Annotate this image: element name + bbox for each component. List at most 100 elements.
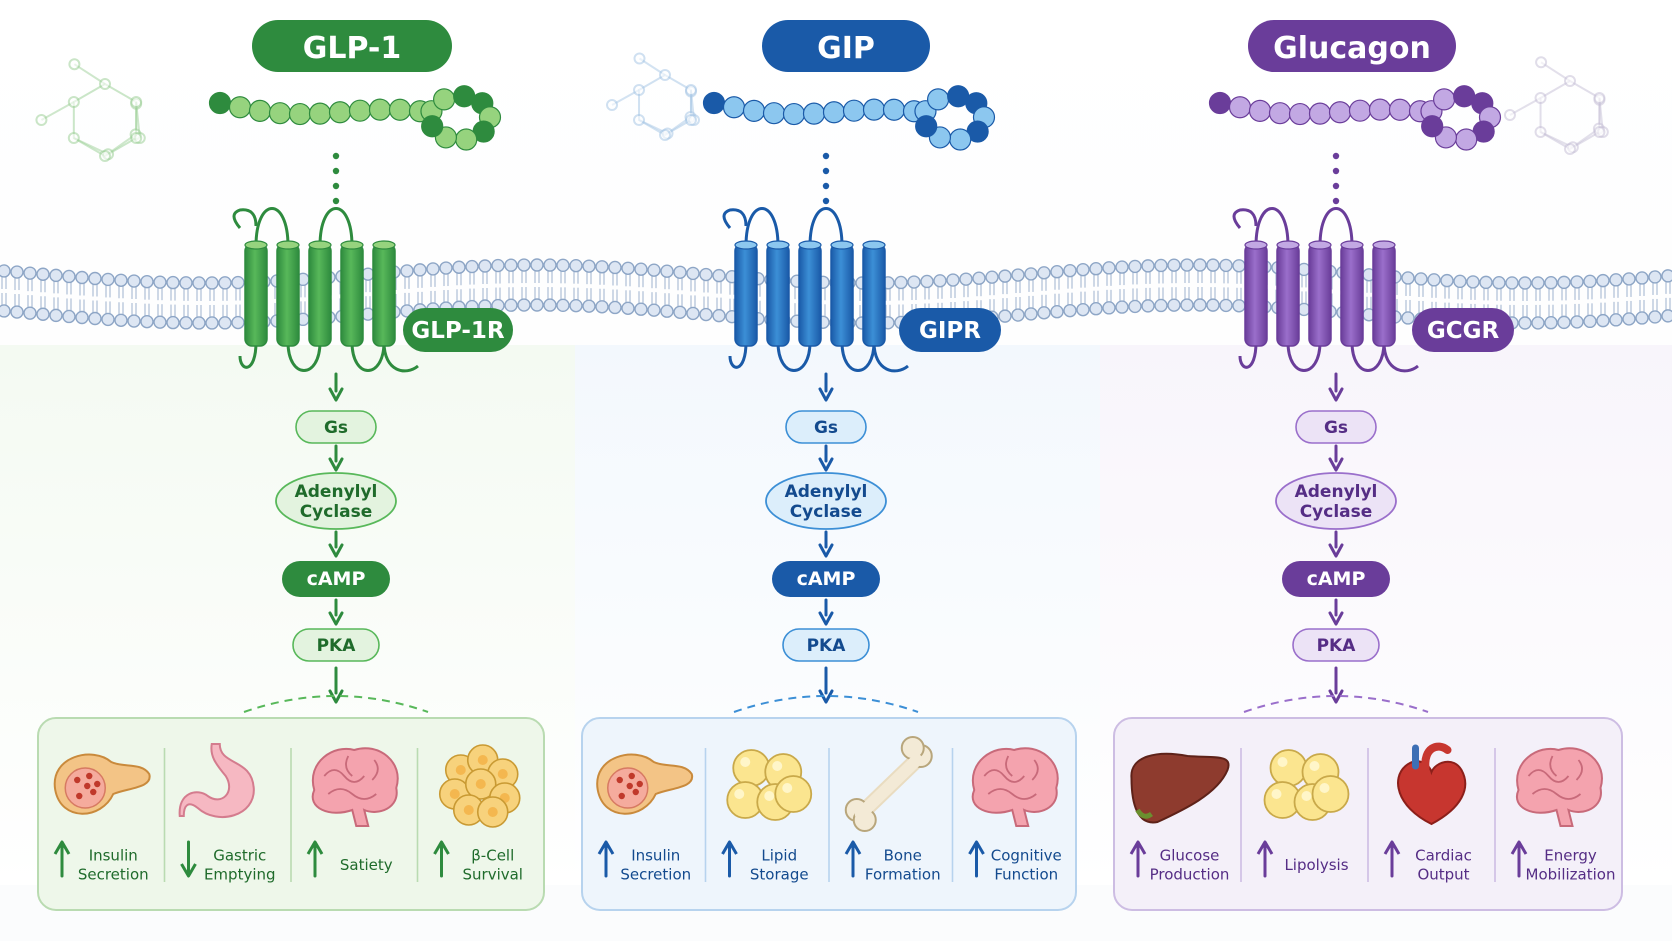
brain-icon bbox=[311, 747, 399, 827]
lipid-head bbox=[1401, 271, 1415, 285]
receptor-glp1 bbox=[232, 207, 419, 373]
lipid-head bbox=[205, 276, 219, 290]
brain-fold bbox=[323, 769, 365, 783]
adipocyte-highlight bbox=[734, 789, 745, 799]
lipid-head bbox=[920, 274, 934, 289]
flow-arrowhead bbox=[818, 689, 834, 704]
lipid-head bbox=[1609, 313, 1623, 327]
gs-protein-node bbox=[1295, 410, 1377, 444]
molecule-sketch bbox=[606, 52, 700, 141]
lipid-head bbox=[582, 299, 596, 313]
flow-arrowhead bbox=[818, 387, 834, 402]
molecule-bond bbox=[135, 101, 141, 139]
islet-cell bbox=[616, 776, 623, 784]
molecule-atom bbox=[633, 114, 646, 126]
lipid-head bbox=[101, 272, 115, 287]
lipid-head bbox=[166, 275, 180, 290]
brain-fold bbox=[1531, 788, 1582, 800]
pka-node bbox=[292, 628, 380, 662]
amino-acid-bead bbox=[1268, 102, 1292, 125]
islet-cell bbox=[626, 782, 633, 790]
helix-cap bbox=[1340, 240, 1364, 250]
pka-node bbox=[782, 628, 870, 662]
lipid-head bbox=[660, 304, 674, 318]
bone-icon bbox=[844, 736, 933, 832]
lipid-head bbox=[699, 307, 713, 322]
lipid-head bbox=[439, 261, 453, 275]
lipid-head bbox=[205, 316, 219, 330]
molecule-atom bbox=[659, 129, 671, 141]
flow-arrowhead bbox=[1328, 611, 1344, 626]
molecule-atom bbox=[99, 150, 111, 162]
brain-fold bbox=[327, 788, 377, 800]
cell-nucleus bbox=[449, 789, 460, 799]
liver-icon bbox=[1130, 752, 1230, 824]
lipid-head bbox=[530, 258, 544, 272]
helix-cap bbox=[276, 240, 300, 250]
transmembrane-helix bbox=[1340, 243, 1364, 347]
peptide-chain bbox=[702, 85, 996, 151]
transmembrane-helix bbox=[734, 243, 758, 347]
lipid-head bbox=[75, 310, 89, 325]
lipid-head bbox=[699, 267, 713, 282]
molecule-atom bbox=[1503, 109, 1516, 121]
molecule-ring bbox=[638, 73, 692, 137]
lipid-head bbox=[582, 259, 596, 273]
molecule-sketch bbox=[35, 58, 146, 162]
lipid-head bbox=[647, 263, 661, 277]
amino-acid-bead bbox=[762, 102, 786, 125]
lipid-head bbox=[1037, 306, 1051, 320]
adipocyte-highlight bbox=[772, 761, 783, 771]
helix-cap bbox=[372, 240, 396, 250]
adipocyte-highlight bbox=[1319, 783, 1330, 793]
receptor-tail bbox=[872, 341, 909, 373]
lipid-head bbox=[543, 298, 557, 312]
adipocyte-highlight bbox=[1271, 789, 1282, 799]
brain-icon bbox=[1515, 747, 1603, 827]
amino-acid-bead bbox=[782, 102, 806, 126]
receptor-badge bbox=[1412, 308, 1514, 352]
receptor-loop bbox=[776, 341, 812, 372]
molecule-atom bbox=[99, 78, 111, 90]
gs-label: Gs bbox=[814, 418, 838, 438]
binding-dot bbox=[1332, 167, 1340, 175]
helix-cap bbox=[734, 240, 758, 250]
receptor-loop bbox=[1238, 341, 1258, 369]
amino-acid-bead bbox=[1348, 99, 1372, 122]
camp-label: cAMP bbox=[307, 568, 366, 590]
increase-arrowhead bbox=[597, 840, 615, 855]
hormone-name: GIP bbox=[817, 31, 875, 66]
receptor-loop bbox=[840, 341, 876, 372]
lipid-head bbox=[1583, 314, 1597, 329]
lipid-head bbox=[569, 298, 583, 313]
pka-label: PKA bbox=[1317, 636, 1357, 656]
amino-acid-bead bbox=[1308, 102, 1332, 125]
amino-acid-bead bbox=[1455, 128, 1478, 151]
binding-dot bbox=[822, 182, 830, 190]
lipid-head bbox=[1622, 312, 1636, 326]
beta-cell-icon bbox=[438, 744, 521, 828]
receptor-loop bbox=[286, 341, 322, 372]
cell-nucleus bbox=[487, 807, 498, 817]
lipid-head bbox=[673, 305, 687, 319]
amino-acid-bead bbox=[248, 99, 272, 122]
molecule-atom bbox=[1593, 92, 1606, 104]
flow-arrowhead bbox=[1328, 387, 1344, 402]
molecule-atom bbox=[35, 114, 48, 126]
brain-body bbox=[971, 747, 1059, 827]
lipid-head bbox=[1570, 275, 1584, 289]
molecule-atom bbox=[68, 58, 81, 71]
lipid-head bbox=[140, 314, 154, 329]
increase-arrowhead bbox=[53, 840, 71, 855]
amino-acid-bead bbox=[1208, 91, 1232, 115]
flow-arrowhead bbox=[818, 543, 834, 558]
lipid-head bbox=[1167, 298, 1181, 312]
lipid-head bbox=[1635, 271, 1649, 285]
lipid-head bbox=[62, 309, 76, 324]
